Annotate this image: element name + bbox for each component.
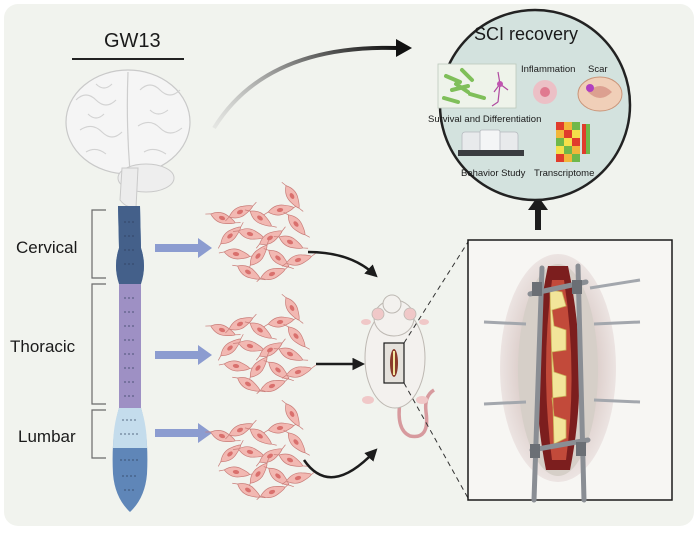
outcome-inflammation: Inflammation (521, 64, 576, 75)
main-arrow-head (396, 39, 412, 57)
segment-label-thoracic: Thoracic (10, 337, 76, 356)
spinal-cord-icon (112, 206, 148, 512)
stage-label: GW13 (104, 30, 161, 52)
cell-cluster-lumbar (204, 397, 317, 504)
brain-icon (65, 69, 191, 209)
outcome-transcriptome: Transcriptome (534, 168, 595, 179)
black-arrows (302, 250, 378, 479)
outcome-behavior: Behavior Study (461, 168, 526, 179)
outcome-survival: Survival and Differentiation (428, 114, 542, 125)
blue-arrows (155, 238, 212, 443)
rat-icon (361, 294, 435, 439)
main-arrow (212, 45, 399, 130)
cell-cluster-thoracic (204, 291, 317, 398)
outcome-scar: Scar (588, 64, 608, 75)
sci-recovery-circle (437, 8, 632, 202)
zoom-lines (403, 241, 469, 499)
outcome-title: SCI recovery (474, 24, 579, 44)
segment-brackets (91, 209, 106, 459)
stage-underline (72, 58, 184, 60)
segment-label-lumbar: Lumbar (18, 427, 76, 446)
surgery-inset (467, 239, 673, 503)
segment-label-cervical: Cervical (16, 238, 78, 257)
up-arrow (528, 196, 548, 230)
cell-cluster-cervical (204, 179, 317, 286)
